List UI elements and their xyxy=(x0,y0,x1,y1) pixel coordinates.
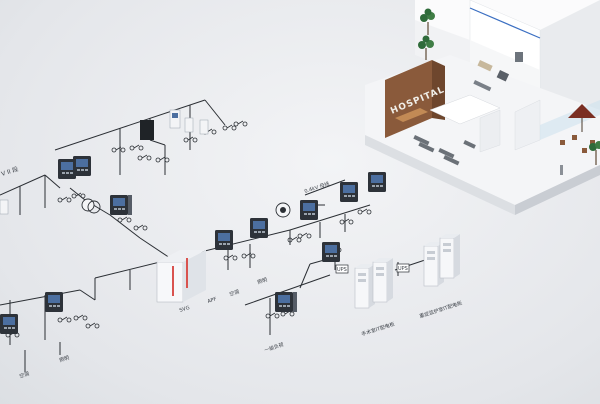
transformer-icon xyxy=(275,202,291,218)
umbrella-icon xyxy=(568,104,596,132)
palm-tree-icon xyxy=(589,141,600,165)
label-load: 一级负荷 xyxy=(263,341,284,354)
label-ac-2: 空调 xyxy=(18,370,30,380)
hospital-building: HOSPITAL xyxy=(365,0,600,215)
label-ups-2: UPS xyxy=(398,266,408,272)
cabinet-icon xyxy=(156,250,206,303)
palm-tree-icon xyxy=(420,8,435,35)
palm-tree-icon xyxy=(418,35,434,60)
label-bus-left: V II 段 xyxy=(0,165,19,178)
label-bus-mid: 0.4kV 母线 xyxy=(303,180,330,195)
relay-icon xyxy=(0,109,209,215)
label-light: 照明 xyxy=(257,277,268,286)
label-svg: SVG xyxy=(179,305,191,314)
transformer-icon xyxy=(81,198,101,214)
label-cabinet-or: 手术室IT配电柜 xyxy=(360,321,395,338)
label-apf: APF xyxy=(207,296,218,305)
label-cabinet-icu: 重症监护室IT配电柜 xyxy=(418,299,463,319)
wiring xyxy=(0,99,426,372)
label-ac: 空调 xyxy=(228,288,240,298)
label-ups: UPS xyxy=(337,267,347,273)
label-light-2: 照明 xyxy=(59,355,70,364)
ups-box xyxy=(335,263,410,274)
